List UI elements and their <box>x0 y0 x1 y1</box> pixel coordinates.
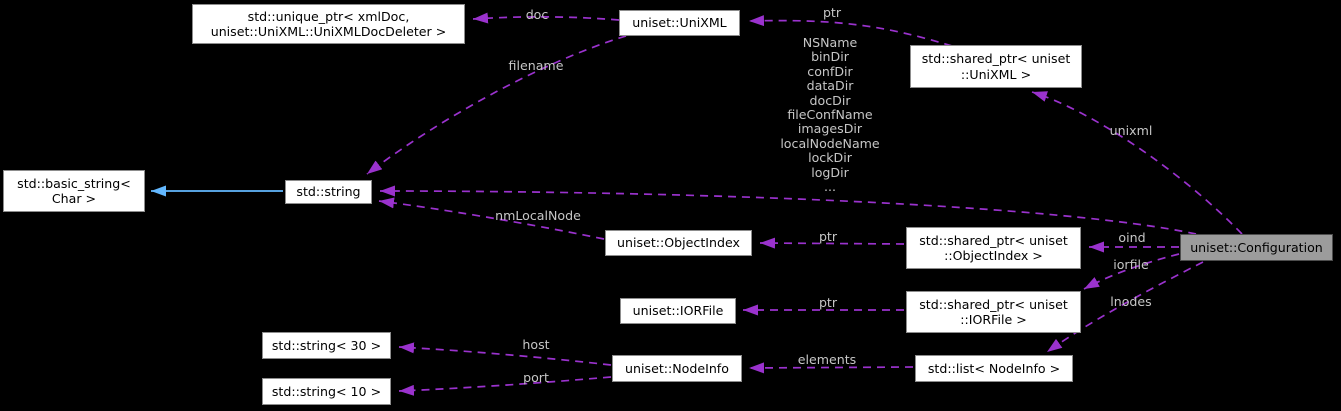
node-basic-string[interactable]: std::basic_string< Char > <box>3 170 145 212</box>
node-nodeinfo[interactable]: uniset::NodeInfo <box>612 355 742 382</box>
node-configuration: uniset::Configuration <box>1180 234 1333 261</box>
edge-elements <box>748 362 914 374</box>
node-unique-ptr-xmldoc[interactable]: std::unique_ptr< xmlDoc, uniset::UniXML:… <box>192 4 465 44</box>
edge-ptr-object-index <box>759 237 905 249</box>
edge-config-string-fields <box>379 185 1197 235</box>
edge-filename <box>366 35 627 175</box>
edge-host <box>398 342 612 366</box>
edge-nm-local-node <box>378 197 605 240</box>
edge-iorfile <box>1083 253 1180 290</box>
node-iorfile[interactable]: uniset::IORFile <box>620 298 736 324</box>
node-string[interactable]: std::string <box>285 180 372 204</box>
edge-doc <box>472 12 620 24</box>
node-string-10[interactable]: std::string< 10 > <box>262 378 391 405</box>
edge-unixml <box>1031 91 1243 235</box>
node-shared-ptr-object-index[interactable]: std::shared_ptr< uniset ::ObjectIndex > <box>906 227 1081 269</box>
node-string-30[interactable]: std::string< 30 > <box>262 332 391 359</box>
node-shared-ptr-unixml[interactable]: std::shared_ptr< uniset ::UniXML > <box>910 45 1082 88</box>
edge-ptr-unixml <box>748 15 953 47</box>
node-object-index[interactable]: uniset::ObjectIndex <box>605 230 752 256</box>
edge-lnodes <box>1046 261 1204 353</box>
edge-port <box>398 376 612 396</box>
node-shared-ptr-iorfile[interactable]: std::shared_ptr< uniset ::IORFile > <box>906 291 1081 333</box>
node-list-nodeinfo[interactable]: std::list< NodeInfo > <box>915 355 1073 382</box>
node-unixml[interactable]: uniset::UniXML <box>619 10 740 36</box>
